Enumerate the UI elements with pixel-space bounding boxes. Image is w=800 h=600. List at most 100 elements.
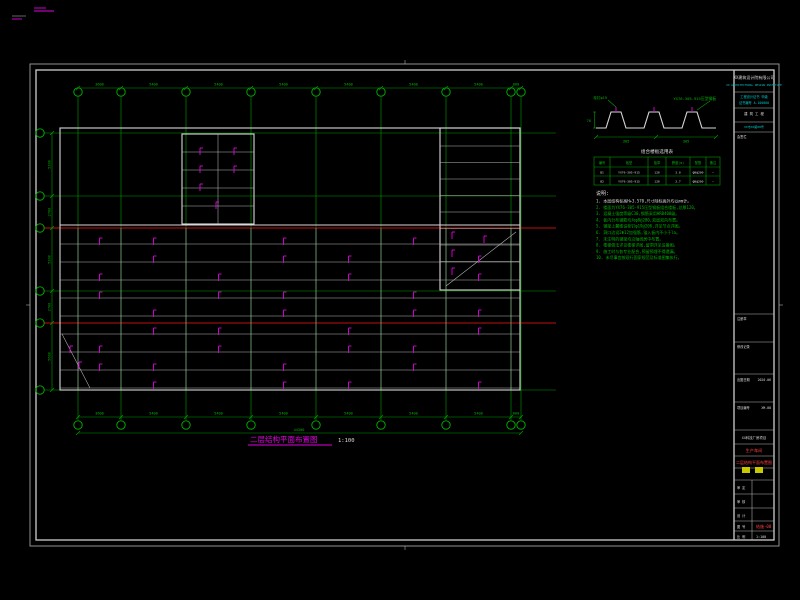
grid-bubble-left	[35, 385, 45, 395]
table-cell: 3.0	[675, 171, 681, 175]
dim-text: 3600	[95, 83, 104, 87]
grid-bubble-top	[376, 87, 386, 97]
plan-outline-beams	[59, 127, 521, 391]
dim-text: 3600	[95, 412, 104, 416]
strip-text: 结施-08	[756, 523, 772, 529]
dim-tick	[313, 85, 319, 91]
table-title: 组合楼板选用表	[641, 148, 674, 155]
grid-bubble-left	[35, 286, 45, 296]
grid-bubble-bottom	[246, 420, 256, 430]
grid-bubble-top	[246, 87, 256, 97]
strip-text: 审 定	[737, 485, 746, 490]
profile-thickness-label: 76	[587, 119, 591, 123]
strip-text: XX市XX路88号	[744, 124, 764, 129]
strip-text: 注册章	[737, 316, 747, 321]
stair-outline	[439, 127, 521, 291]
dim-tick	[75, 414, 81, 420]
note-line: 8. 楼梯做法详见楼梯详图,留洞详见设备图。	[596, 242, 678, 248]
dim-text: 5400	[344, 83, 353, 87]
strip-text: 建 筑 工 程	[744, 111, 764, 116]
dim-tick	[518, 430, 524, 436]
table-cell: B2	[600, 180, 604, 184]
strip-text: 证书编号 A-100000	[739, 100, 769, 105]
note-line: 4. 板内分布钢筋均为φ8@200,双层双向布置。	[596, 216, 680, 222]
grid-bubble-bottom	[516, 420, 526, 430]
dim-tick	[443, 85, 449, 91]
strip-text: 工程设计证书 甲级	[740, 94, 768, 99]
dim-tick	[508, 85, 514, 91]
table-border	[593, 156, 721, 186]
strip-text: 二层结构平面布置图	[736, 459, 772, 465]
dim-tick	[49, 225, 55, 231]
table-cell: 120	[654, 180, 660, 184]
grid-bubble-bottom	[311, 420, 321, 430]
table-header-cell: 编号	[599, 160, 605, 165]
grid-bubble-bottom	[181, 420, 191, 430]
dim-text: 5400	[214, 83, 223, 87]
grid-bubble-bottom	[73, 420, 83, 430]
dim-tick	[378, 85, 384, 91]
table-cell: B1	[600, 171, 604, 175]
dim-tick	[593, 134, 599, 140]
table-cell: —	[712, 171, 714, 175]
dim-text: 5400	[149, 412, 158, 416]
stud-label: 栓钉φ19	[593, 95, 607, 100]
grid-bubble-bottom	[116, 420, 126, 430]
table-header-cell: 配筋	[695, 160, 701, 165]
note-line: 7. 未注明的钢梁均沿轴线居中布置。	[596, 235, 663, 241]
strip-text: 审 核	[737, 499, 746, 504]
dim-tick	[518, 414, 524, 420]
dim-text: 5400	[279, 83, 288, 87]
inner-border	[35, 69, 775, 541]
dim-text: 5200	[48, 160, 52, 169]
table-cell: 120	[654, 171, 660, 175]
strip-text: 修改记录	[737, 344, 751, 349]
dim-tick	[443, 414, 449, 420]
dim-tick	[508, 414, 514, 420]
strip-text: 1:100	[756, 535, 766, 539]
dim-tick	[248, 85, 254, 91]
grid-bubble-bottom	[441, 420, 451, 430]
stair-diagonal	[445, 231, 517, 287]
strip-text: 会签栏	[737, 134, 747, 139]
dim-text: 5400	[409, 83, 418, 87]
profile-dim-text: 305	[683, 139, 690, 144]
dim-text: 5400	[149, 83, 158, 87]
notes-header: 说明:	[596, 190, 609, 197]
ramp-diagonal	[61, 333, 91, 389]
dim-tick	[49, 130, 55, 136]
dim-text: 5400	[344, 412, 353, 416]
grid-bubble-left	[35, 318, 45, 328]
strip-text: XX ARCHITECTURAL DESIGN INSTITUTE	[726, 83, 782, 87]
building-outline	[59, 127, 521, 391]
plan-rebar-marks	[69, 147, 487, 389]
dim-text: 800	[513, 83, 520, 87]
grid-bubble-left	[35, 191, 45, 201]
leader-line	[696, 100, 711, 111]
dim-text: 800	[513, 412, 520, 416]
outer-border	[29, 63, 780, 547]
note-line: 3. 混凝土强度等级C30,钢筋采用HRB400级。	[596, 210, 679, 216]
dim-text: 5400	[214, 412, 223, 416]
strip-text: 生产车间	[746, 447, 763, 454]
dim-text: 5400	[409, 412, 418, 416]
grid-bubble-top	[506, 87, 516, 97]
note-line: 9. 施工时与各专业配合,预留预埋不得遗漏。	[596, 248, 678, 254]
dim-tick	[713, 134, 719, 140]
slab-schedule-table: 编号B1B2板型YX76-305-915YX76-305-915板厚120120…	[593, 156, 721, 186]
plan-dimensions: 3600 5400 5400 5400 5400 5400 5400 800 3600 5400 5…	[48, 83, 524, 436]
strip-text: 2020.06	[758, 378, 772, 382]
table-header-cell: 备注	[710, 160, 717, 165]
dim-text: 5400	[474, 83, 483, 87]
plan-scale: 1:100	[338, 438, 355, 444]
strip-text: 图 号	[737, 524, 745, 529]
grid-bubble-bottom	[376, 420, 386, 430]
dim-tick	[378, 414, 384, 420]
note-line: 2. 楼面为YX76-305-915压型钢板组合楼板,总厚120。	[596, 204, 698, 210]
dim-text: 2700	[48, 303, 52, 312]
table-header-cell: 板厚	[654, 160, 661, 165]
note-line: 1. 本层结构标高H+3.570,尺寸除标高外均以mm计。	[596, 198, 691, 204]
